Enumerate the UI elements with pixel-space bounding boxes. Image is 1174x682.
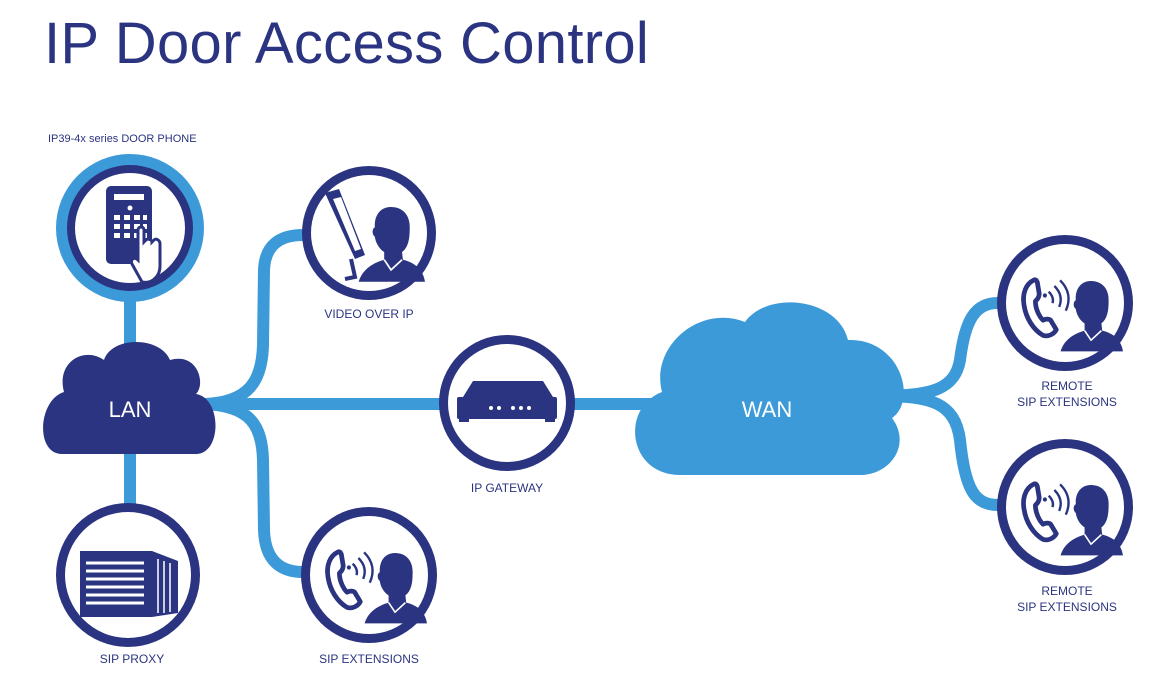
- video-over-ip-node: [302, 166, 436, 300]
- lan-cloud: [43, 342, 216, 454]
- ip-gateway-node: [439, 335, 575, 471]
- keypad-door-phone-icon: [106, 186, 162, 284]
- remote-sip-extensions-label-1: REMOTE SIP EXTENSIONS: [992, 378, 1142, 410]
- door-phone-node: [56, 154, 204, 302]
- door-phone-label: IP39-4x series DOOR PHONE: [48, 133, 197, 145]
- remote-sip-extensions-label-2: REMOTE SIP EXTENSIONS: [992, 583, 1142, 615]
- cloud-icon: [43, 342, 216, 454]
- gateway-device-icon: [457, 381, 557, 422]
- lan-label: LAN: [108, 397, 152, 422]
- line-wan-remote2: [874, 390, 1004, 511]
- sip-proxy-node: [56, 503, 200, 647]
- cloud-icon: [635, 302, 904, 475]
- wan-cloud: [635, 302, 904, 475]
- line-lan-video: [199, 229, 309, 410]
- wan-label: WAN: [741, 397, 793, 422]
- connections: [124, 229, 1004, 578]
- remote-sip-extensions-node-1: [997, 235, 1133, 371]
- remote-label-line2: SIP EXTENSIONS: [1017, 600, 1117, 614]
- remote-label-line1: REMOTE: [1041, 584, 1093, 598]
- video-over-ip-label: VIDEO OVER IP: [324, 307, 414, 321]
- server-icon: [80, 551, 178, 617]
- remote-sip-extensions-node-2: [997, 439, 1133, 575]
- ip-gateway-label: IP GATEWAY: [470, 481, 544, 495]
- sip-extensions-label: SIP EXTENSIONS: [319, 652, 419, 666]
- sip-proxy-label: SIP PROXY: [99, 652, 165, 666]
- sip-extensions-node: [301, 507, 437, 643]
- video-monitor-user-icon: [325, 189, 426, 283]
- line-lan-sipext: [199, 398, 309, 578]
- remote-label-line2: SIP EXTENSIONS: [1017, 395, 1117, 409]
- remote-label-line1: REMOTE: [1041, 379, 1093, 393]
- page-title: IP Door Access Control: [44, 11, 650, 76]
